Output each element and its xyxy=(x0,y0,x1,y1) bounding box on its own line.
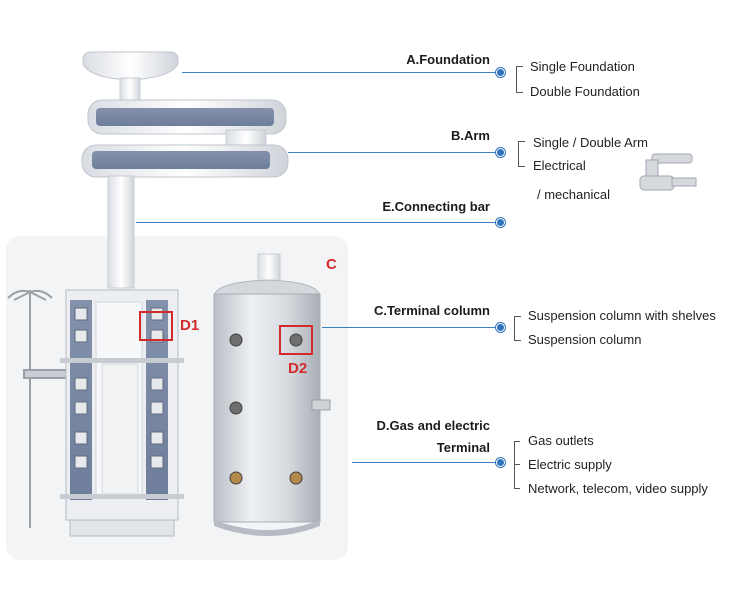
marker-d1: D1 xyxy=(180,317,200,334)
suspension-column xyxy=(213,253,331,536)
marker-d2: D2 xyxy=(288,360,308,377)
terminal-column-leader xyxy=(322,327,500,328)
connecting-bar-dot xyxy=(496,218,505,227)
arm-title: B.Arm xyxy=(450,128,490,143)
terminal-option-with-shelves: Suspension column with shelves xyxy=(528,308,716,323)
connecting-bar-title: E.Connecting bar xyxy=(382,199,490,214)
gas-option-network: Network, telecom, video supply xyxy=(528,481,708,496)
left-column-outlets xyxy=(74,307,164,469)
foundation-title: A.Foundation xyxy=(406,52,490,67)
arm-option-electrical: Electrical xyxy=(533,158,586,173)
gas-option-electric-supply: Electric supply xyxy=(528,457,612,472)
arm-bracket xyxy=(518,141,525,167)
iv-pole xyxy=(7,289,73,528)
foundation-leader xyxy=(182,72,500,73)
foundation-bracket xyxy=(516,66,523,93)
gas-electric-leader xyxy=(352,462,500,463)
upper-arm xyxy=(87,99,287,149)
terminal-column-dot xyxy=(496,323,505,332)
foundation-mount xyxy=(82,51,179,103)
terminal-column-title: C.Terminal column xyxy=(373,303,490,318)
column-gas-outlets xyxy=(229,333,303,485)
terminal-column-bracket xyxy=(514,316,521,341)
d1-highlight xyxy=(139,311,173,341)
gas-electric-title-line1: D.Gas and electric xyxy=(376,418,490,433)
arm-thumbnail xyxy=(639,153,697,191)
arm-option-mechanical: / mechanical xyxy=(537,187,610,202)
marker-c: C xyxy=(326,256,337,273)
gas-option-outlets: Gas outlets xyxy=(528,433,594,448)
connecting-bar xyxy=(107,175,135,289)
foundation-dot xyxy=(496,68,505,77)
foundation-option-double: Double Foundation xyxy=(530,84,640,99)
lower-arm xyxy=(81,144,289,178)
connecting-bar-leader xyxy=(136,222,500,223)
d2-highlight xyxy=(279,325,313,355)
gas-electric-title-line2: Terminal xyxy=(436,440,490,455)
arm-dot xyxy=(496,148,505,157)
arm-leader xyxy=(288,152,500,153)
foundation-option-single: Single Foundation xyxy=(530,59,635,74)
arm-option-single-double: Single / Double Arm xyxy=(533,135,648,150)
gas-electric-dot xyxy=(496,458,505,467)
terminal-option-column: Suspension column xyxy=(528,332,642,347)
